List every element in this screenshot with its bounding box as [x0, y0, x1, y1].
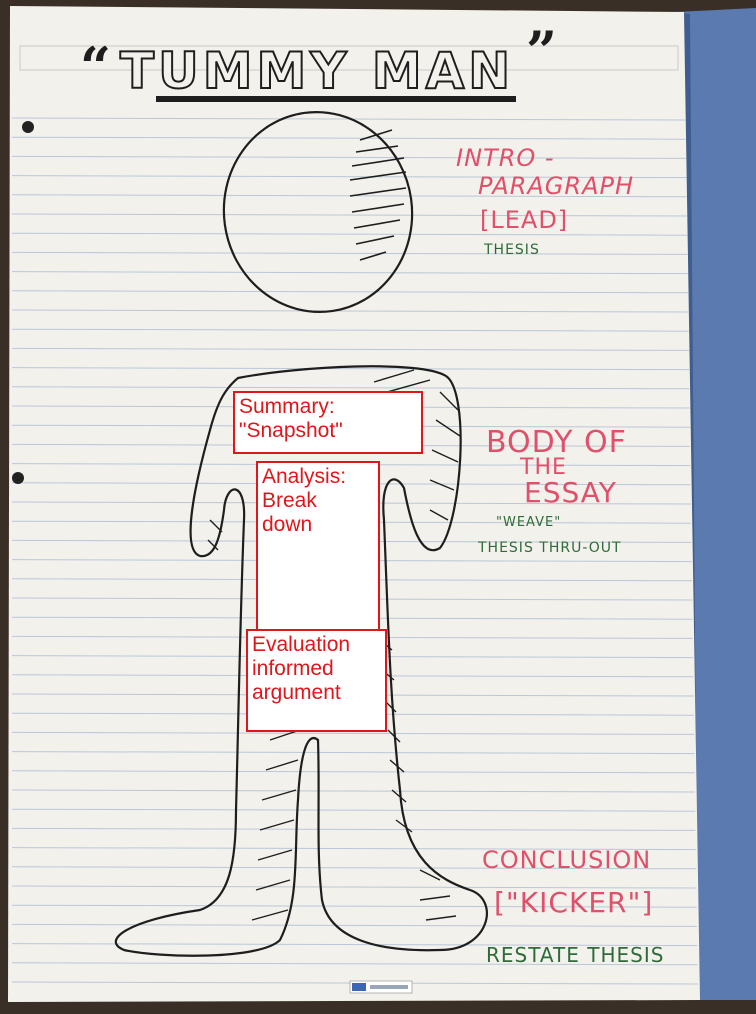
title-open-quote: “	[80, 35, 111, 99]
evaluation-box-line-2: informed	[252, 657, 381, 681]
watermark-logo-text	[370, 985, 408, 989]
analysis-box-line-1: Analysis:	[262, 465, 374, 489]
paragraph-label: PARAGRAPH	[478, 172, 634, 200]
title-close-quote: ”	[526, 19, 557, 83]
summary-box: Summary: "Snapshot"	[233, 391, 423, 454]
intro-label: INTRO -	[456, 144, 555, 172]
evaluation-box-line-1: Evaluation	[252, 633, 381, 657]
evaluation-box: Evaluation informed argument	[246, 629, 387, 732]
conclusion-label: CONCLUSION	[482, 846, 651, 874]
title-underline	[156, 96, 516, 102]
thesis-throughout-label: THESIS THRU-OUT	[477, 540, 622, 556]
weave-label: "WEAVE"	[496, 515, 561, 530]
kicker-label: ["KICKER"]	[494, 886, 653, 919]
hole-punch-icon	[12, 472, 24, 484]
restate-thesis-label: RESTATE THESIS	[486, 943, 664, 967]
lead-label: [LEAD]	[480, 206, 568, 234]
summary-box-line-1: Summary:	[239, 395, 417, 419]
analysis-box-line-2: Break	[262, 489, 374, 513]
essay-label: ESSAY	[524, 476, 617, 509]
thesis-label-intro: THESIS	[483, 242, 540, 258]
summary-box-line-2: "Snapshot"	[239, 419, 417, 443]
hole-punch-icon	[22, 121, 34, 133]
analysis-box: Analysis: Break down	[256, 461, 380, 631]
watermark-logo-mark	[352, 983, 366, 991]
analysis-box-line-3: down	[262, 513, 374, 537]
title-text: TUMMY MAN	[120, 42, 514, 100]
evaluation-box-line-3: argument	[252, 681, 381, 705]
